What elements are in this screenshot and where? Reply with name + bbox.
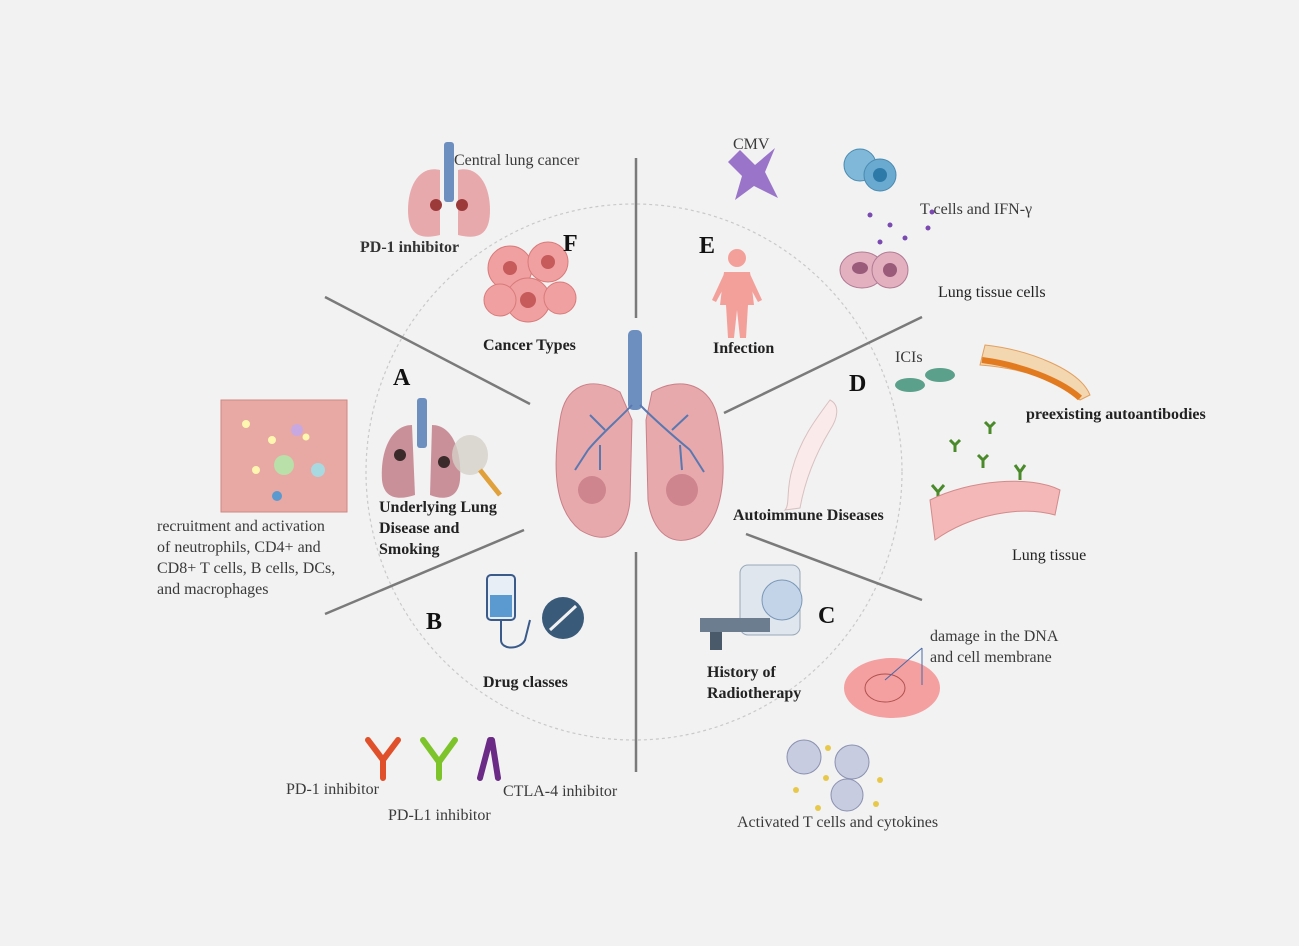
pd1-inhibitor-f-label: PD-1 inhibitor — [360, 239, 460, 256]
activated-tcells-label: Activated T cells and cytokines — [737, 814, 939, 831]
recruitment-label: recruitment and activation of neutrophil… — [157, 516, 335, 600]
recruitment-line3: CD8+ T cells, B cells, DCs, — [157, 560, 336, 577]
t-cells-icon — [843, 148, 897, 192]
lung-tissue-cells-label: Lung tissue cells — [938, 284, 1046, 301]
section-b-title: Drug classes — [483, 674, 568, 691]
icis-icon — [895, 368, 955, 392]
recruitment-line4: and macrophages — [157, 581, 269, 598]
dna-damage-line1: damage in the DNA — [930, 628, 1059, 645]
dna-damage-label: damage in the DNA and cell membrane — [930, 626, 1058, 668]
dna-damage-line2: and cell membrane — [930, 649, 1052, 666]
section-letter-c: C — [818, 603, 836, 629]
section-dividers — [324, 158, 923, 772]
section-a-title-line3: Smoking — [379, 541, 440, 558]
central-lungs-illustration — [555, 330, 724, 541]
antibody-pd1-icon — [365, 737, 401, 781]
section-a-title-line2: Disease and — [379, 520, 460, 537]
tissue-inset-panel — [220, 399, 348, 513]
center-dashed-circle — [365, 203, 903, 741]
recruitment-line2: of neutrophils, CD4+ and — [157, 539, 321, 556]
section-a-title: Underlying Lung Disease and Smoking — [379, 497, 497, 560]
dna-damage-cell-icon — [844, 647, 940, 718]
smoking-lungs-icon — [381, 398, 502, 498]
antibody-pdl1-icon — [420, 737, 458, 781]
human-figure-icon — [712, 249, 762, 338]
radiotherapy-machine-icon — [700, 564, 803, 650]
preexisting-autoantibodies-label: preexisting autoantibodies — [1026, 406, 1206, 423]
ctla4-inhibitor-label: CTLA-4 inhibitor — [503, 783, 618, 800]
antibody-small-icons — [930, 420, 1027, 500]
section-e-title: Infection — [713, 340, 775, 357]
cmv-virus-icon — [728, 148, 778, 200]
cancer-cells-cluster — [483, 241, 577, 323]
section-a-title-line1: Underlying Lung — [379, 499, 497, 516]
section-letter-d: D — [849, 371, 867, 397]
autoantibody-tissue-icon — [979, 344, 1091, 401]
pill-icon — [542, 597, 584, 639]
recruitment-line1: recruitment and activation — [157, 518, 325, 535]
lung-tissue-icon — [929, 480, 1061, 541]
tcells-ifn-label: T cells and IFN-γ — [920, 201, 1033, 218]
pd1-inhibitor-label: PD-1 inhibitor — [286, 781, 379, 798]
section-c-title-line2: Radiotherapy — [707, 685, 802, 702]
section-c-title: History of Radiotherapy — [707, 662, 801, 704]
lung-tissue-label: Lung tissue — [1012, 547, 1087, 564]
section-letter-b: B — [426, 609, 443, 635]
central-lung-cancer-label: Central lung cancer — [454, 152, 580, 169]
lung-tissue-cells-icon — [839, 251, 909, 289]
autoimmune-limb-icon — [783, 399, 838, 511]
cmv-label: CMV — [733, 136, 770, 153]
iv-bag-icon — [486, 574, 531, 649]
activated-t-cells-icon — [786, 739, 883, 812]
section-letter-e: E — [699, 233, 716, 259]
section-f-title: Cancer Types — [483, 337, 576, 354]
ifn-dots — [867, 209, 935, 245]
section-letter-a: A — [393, 365, 411, 391]
section-letter-f: F — [563, 231, 578, 257]
lungs-cancer-icon — [408, 142, 490, 237]
section-c-title-line1: History of — [707, 664, 776, 681]
pdl1-inhibitor-label: PD-L1 inhibitor — [388, 807, 491, 824]
antibody-ctla4-icon — [477, 737, 501, 781]
section-d-title: Autoimmune Diseases — [733, 507, 884, 524]
icis-label: ICIs — [895, 349, 923, 366]
